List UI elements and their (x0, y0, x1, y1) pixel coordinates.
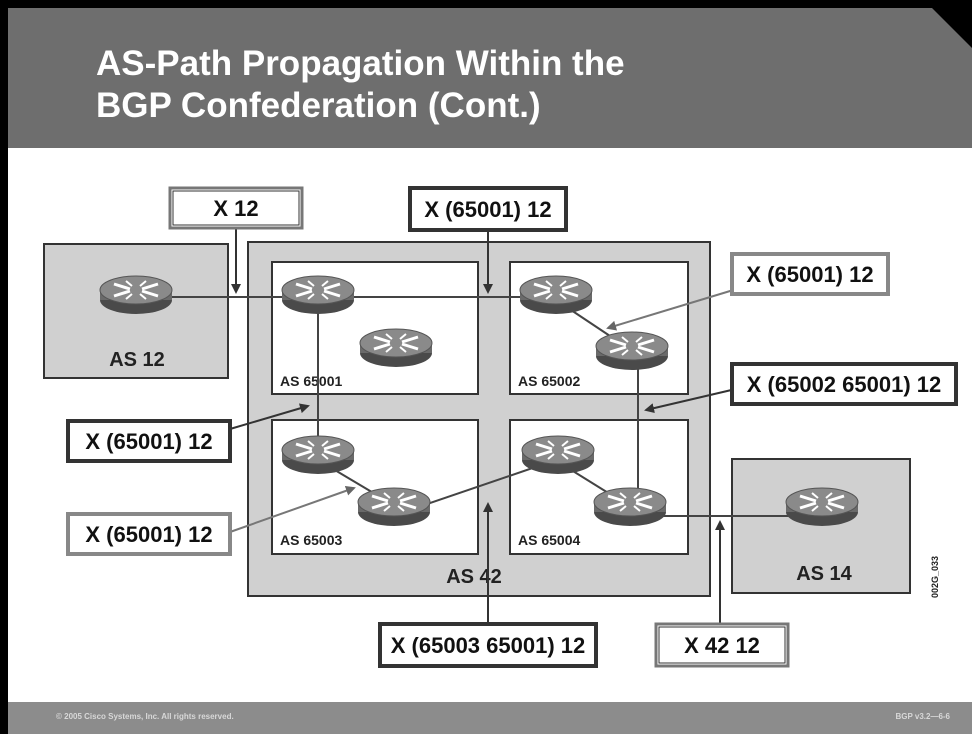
as14-label: AS 14 (796, 563, 852, 585)
router-as12 (98, 274, 174, 316)
router-as65004-a (520, 434, 596, 476)
footer: © 2005 Cisco Systems, Inc. All rights re… (8, 702, 972, 734)
as65004-label: AS 65004 (518, 532, 580, 548)
corner-fold (932, 8, 972, 48)
router-as65001-b (358, 327, 434, 369)
copyright: © 2005 Cisco Systems, Inc. All rights re… (56, 712, 234, 721)
as12-label: AS 12 (109, 349, 165, 371)
svg-text:X (65001) 12: X (65001) 12 (85, 429, 212, 454)
slide: AS-Path Propagation Within the BGP Confe… (8, 8, 972, 734)
update-bottom-center: X (65003 65001) 12 (378, 622, 598, 668)
router-as65002-a (518, 274, 594, 316)
as65002-label: AS 65002 (518, 373, 580, 389)
svg-text:X (65002 65001) 12: X (65002 65001) 12 (747, 372, 942, 397)
as65001-label: AS 65001 (280, 373, 342, 389)
as14-area (731, 458, 911, 594)
title-line-2: BGP Confederation (Cont.) (96, 86, 541, 125)
update-top-center: X (65001) 12 (408, 186, 568, 232)
svg-text:X (65001) 12: X (65001) 12 (424, 197, 551, 222)
as65003-label: AS 65003 (280, 532, 342, 548)
router-as65004-b (592, 486, 668, 528)
update-top-left: X 12 (168, 186, 304, 230)
course-id: BGP v3.2—6-6 (895, 712, 950, 721)
svg-text:X 12: X 12 (213, 196, 258, 221)
update-right-mid: X (65002 65001) 12 (730, 362, 958, 406)
svg-text:X (65001) 12: X (65001) 12 (746, 262, 873, 287)
router-as65003-b (356, 486, 432, 528)
svg-text:X (65001) 12: X (65001) 12 (85, 522, 212, 547)
as42-label: AS 42 (446, 566, 502, 588)
router-as65003-a (280, 434, 356, 476)
update-left-low: X (65001) 12 (66, 512, 232, 556)
diagram: AS 12 AS 42 AS 14 AS 65001 AS 65002 AS 6… (43, 186, 958, 668)
update-bottom-right: X 42 12 (654, 622, 790, 668)
title-line-1: AS-Path Propagation Within the (96, 44, 625, 83)
update-right-upper: X (65001) 12 (730, 252, 890, 296)
title-bar: AS-Path Propagation Within the BGP Confe… (8, 8, 972, 148)
router-as14 (784, 486, 860, 528)
router-as65002-b (594, 330, 670, 372)
figure-id: 002G_033 (930, 556, 940, 598)
svg-text:X (65003 65001) 12: X (65003 65001) 12 (391, 633, 586, 658)
update-left-mid: X (65001) 12 (66, 419, 232, 463)
svg-text:X 42 12: X 42 12 (684, 633, 760, 658)
router-as65001-a (280, 274, 356, 316)
